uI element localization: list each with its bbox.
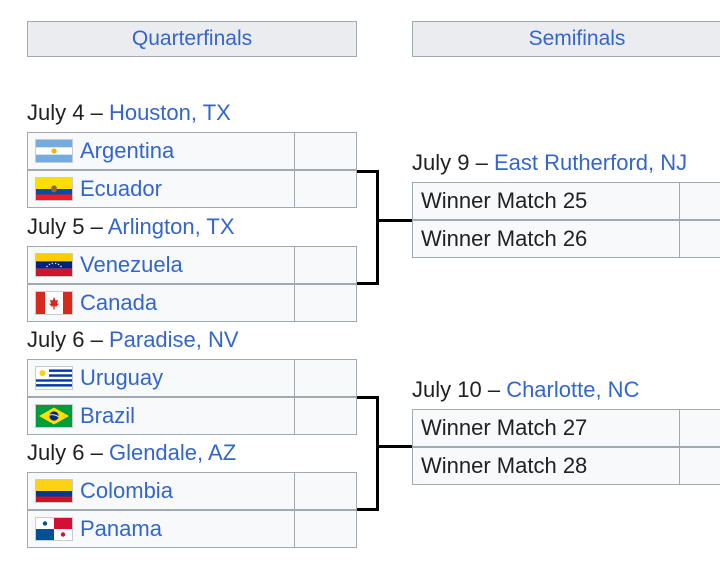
team-name-link[interactable]: Brazil: [80, 403, 136, 428]
bracket-connector: [357, 508, 379, 511]
score-cell: [294, 133, 356, 169]
team-name-link[interactable]: Colombia: [80, 478, 173, 503]
sf1-team2-row: Winner Match 26: [412, 220, 720, 258]
sf1-date: July 9: [412, 150, 470, 175]
brazil-flag-icon: [36, 405, 72, 427]
qf3-team2-row: Brazil: [27, 397, 357, 435]
bracket-connector: [357, 396, 379, 399]
qf3-team1-cell: Uruguay: [28, 360, 294, 396]
bracket-connector: [376, 170, 379, 285]
score-cell: [294, 398, 356, 434]
qf1-team1-row: Argentina: [27, 132, 357, 170]
sf1-venue-link[interactable]: East Rutherford, NJ: [493, 150, 688, 175]
qf1-team2-row: Ecuador: [27, 170, 357, 208]
team-name-link[interactable]: Uruguay: [80, 365, 164, 390]
semifinals-header[interactable]: Semifinals: [412, 21, 720, 57]
canada-flag-icon: [36, 292, 72, 314]
team-name-link[interactable]: Canada: [80, 290, 158, 315]
qf4-venue-link[interactable]: Glendale, AZ: [108, 440, 237, 465]
sf1-team1-row: Winner Match 25: [412, 182, 720, 220]
score-cell: [294, 360, 356, 396]
score-cell: [679, 183, 720, 219]
score-cell: [294, 511, 356, 547]
argentina-flag-icon: [36, 140, 72, 162]
bracket-connector: [376, 396, 379, 511]
team-name-link[interactable]: Argentina: [80, 138, 175, 163]
qf3-label: July 6 – Paradise, NV: [27, 327, 239, 352]
sf2-team1-cell: Winner Match 27: [421, 415, 588, 440]
qf2-date: July 5: [27, 214, 85, 239]
venezuela-flag-icon: [36, 254, 72, 276]
sf2-venue-link[interactable]: Charlotte, NC: [506, 377, 640, 402]
score-cell: [294, 247, 356, 283]
uruguay-flag-icon: [36, 367, 72, 389]
sf2-team2-row: Winner Match 28: [412, 447, 720, 485]
sf2-team1-row: Winner Match 27: [412, 409, 720, 447]
qf4-team2-cell: Panama: [28, 511, 294, 547]
qf4-team2-row: Panama: [27, 510, 357, 548]
qf3-venue-link[interactable]: Paradise, NV: [108, 327, 239, 352]
sf1-team2-cell: Winner Match 26: [421, 226, 588, 251]
qf2-team1-row: Venezuela: [27, 246, 357, 284]
score-cell: [679, 410, 720, 446]
ecuador-flag-icon: [36, 178, 72, 200]
qf3-team2-cell: Brazil: [28, 398, 294, 434]
qf4-date: July 6: [27, 440, 85, 465]
score-cell: [294, 473, 356, 509]
qf1-label: July 4 – Houston, TX: [27, 100, 231, 125]
qf1-date: July 4: [27, 100, 85, 125]
qf2-team2-row: Canada: [27, 284, 357, 322]
qf4-label: July 6 – Glendale, AZ: [27, 440, 237, 465]
team-name-link[interactable]: Venezuela: [80, 252, 183, 277]
qf3-date: July 6: [27, 327, 85, 352]
sf2-date: July 10: [412, 377, 482, 402]
qf2-team1-cell: Venezuela: [28, 247, 294, 283]
bracket-connector: [357, 282, 379, 285]
colombia-flag-icon: [36, 480, 72, 502]
sf2-label: July 10 – Charlotte, NC: [412, 377, 640, 402]
team-name-link[interactable]: Panama: [80, 516, 162, 541]
qf4-team1-cell: Colombia: [28, 473, 294, 509]
qf4-team1-row: Colombia: [27, 472, 357, 510]
score-cell: [294, 285, 356, 321]
bracket-connector: [376, 445, 412, 448]
qf1-team1-cell: Argentina: [28, 133, 294, 169]
qf3-team1-row: Uruguay: [27, 359, 357, 397]
score-cell: [294, 171, 356, 207]
qf2-venue-link[interactable]: Arlington, TX: [107, 214, 235, 239]
score-cell: [679, 448, 720, 484]
qf2-team2-cell: Canada: [28, 285, 294, 321]
qf1-team2-cell: Ecuador: [28, 171, 294, 207]
team-name-link[interactable]: Ecuador: [80, 176, 162, 201]
sf1-team1-cell: Winner Match 25: [421, 188, 588, 213]
score-cell: [679, 221, 720, 257]
quarterfinals-header[interactable]: Quarterfinals: [27, 21, 357, 57]
panama-flag-icon: [36, 518, 72, 540]
qf1-venue-link[interactable]: Houston, TX: [108, 100, 231, 125]
qf2-label: July 5 – Arlington, TX: [27, 214, 235, 239]
sf2-team2-cell: Winner Match 28: [421, 453, 588, 478]
sf1-label: July 9 – East Rutherford, NJ: [412, 150, 688, 175]
bracket-connector: [357, 170, 379, 173]
bracket-connector: [376, 219, 412, 222]
